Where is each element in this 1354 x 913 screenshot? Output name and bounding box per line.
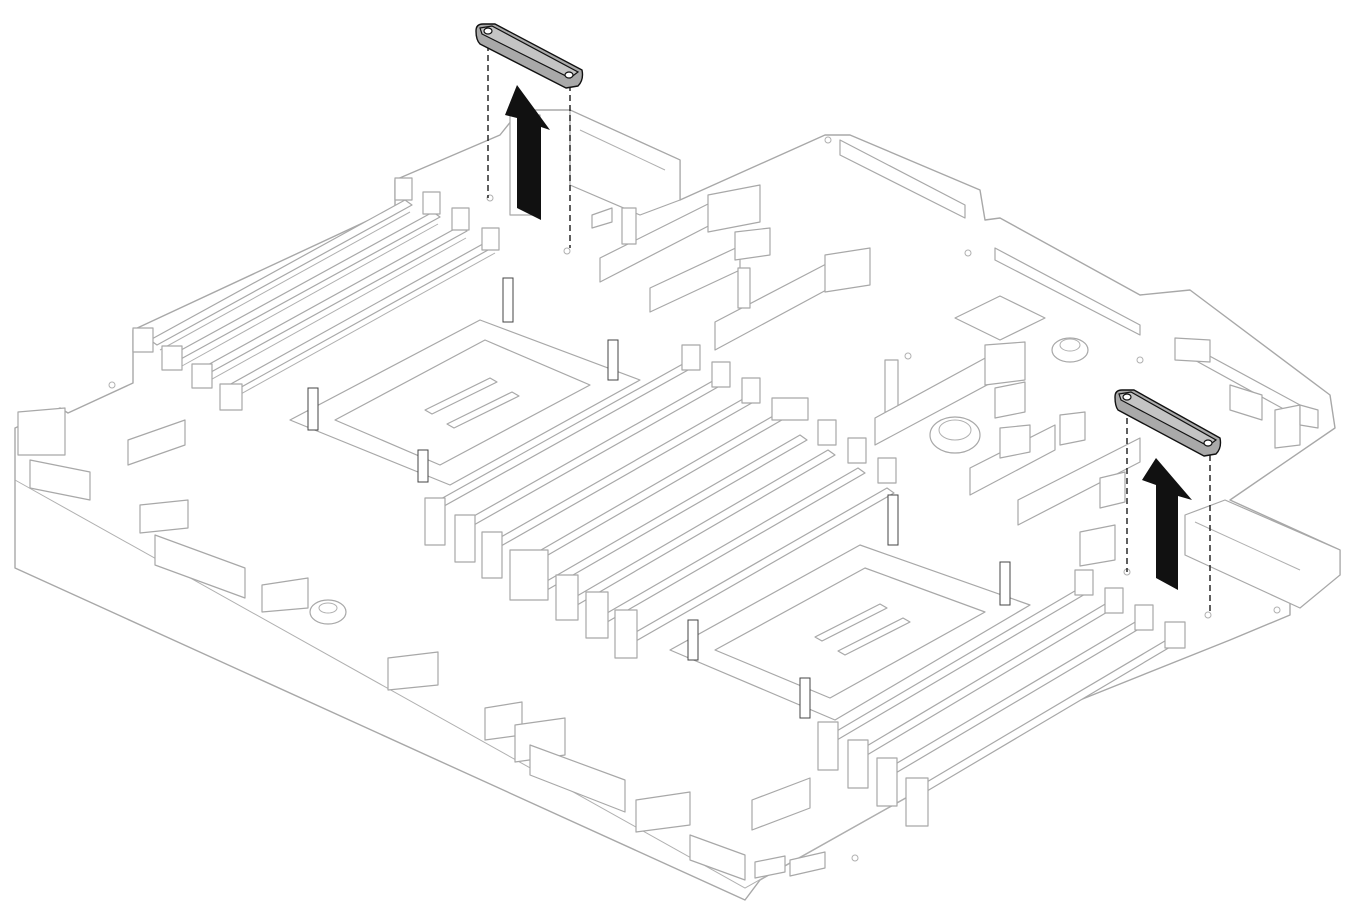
dimm-bank-upper-left bbox=[132, 177, 500, 411]
dimm-bank-center bbox=[424, 344, 897, 659]
callout-bracket-right bbox=[1114, 389, 1222, 615]
mount-hole bbox=[904, 352, 912, 360]
mount-hole bbox=[486, 194, 494, 202]
mount-hole bbox=[964, 249, 972, 257]
cpu-socket-2 bbox=[669, 494, 1031, 721]
bracket-hole bbox=[483, 27, 493, 35]
up-arrow-icon bbox=[1142, 458, 1192, 590]
mount-hole bbox=[1204, 611, 1212, 619]
mount-hole bbox=[108, 381, 116, 389]
mount-hole bbox=[851, 854, 859, 862]
mount-hole bbox=[824, 136, 832, 144]
dimm-bank-lower-right bbox=[817, 569, 1186, 827]
up-arrow-icon bbox=[505, 85, 550, 220]
riser-cage bbox=[569, 109, 681, 216]
bracket-hole bbox=[1122, 393, 1132, 401]
rear-slot-2 bbox=[994, 247, 1141, 336]
callout-bracket-left bbox=[475, 23, 584, 248]
riser-cage-right bbox=[1184, 499, 1341, 609]
rear-slot-1 bbox=[839, 139, 966, 219]
board-components bbox=[17, 114, 1319, 881]
mount-hole bbox=[563, 247, 571, 255]
socket-1-inner bbox=[334, 339, 591, 466]
socket-2-inner bbox=[714, 567, 986, 699]
bracket-hole bbox=[564, 71, 574, 79]
mount-hole bbox=[1273, 606, 1281, 614]
cpu-socket-1 bbox=[289, 277, 641, 486]
bracket-hole bbox=[1203, 439, 1213, 447]
mount-hole bbox=[1136, 356, 1144, 364]
